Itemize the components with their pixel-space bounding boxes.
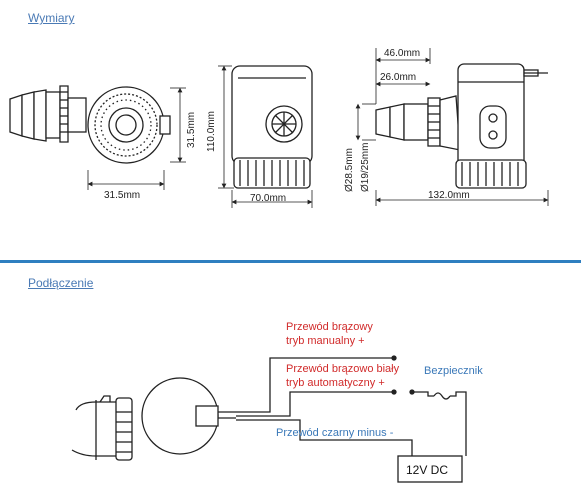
side-height-label: 110.0mm bbox=[206, 111, 217, 152]
profile-dia-2-label: Ø19/25mm bbox=[360, 143, 371, 192]
side-width-label: 70.0mm bbox=[250, 193, 286, 204]
pump-body-front bbox=[87, 86, 165, 164]
side-dimensions bbox=[218, 65, 313, 208]
connection-section-title: Podłączenie bbox=[28, 276, 94, 290]
profile-dia-1-label: Ø28.5mm bbox=[344, 148, 355, 192]
side-view bbox=[231, 65, 313, 189]
fuse-label: Bezpiecznik bbox=[424, 365, 483, 377]
black-wire-label: Przewód czarny minus - bbox=[276, 427, 394, 439]
profile-length-label: 132.0mm bbox=[428, 190, 470, 201]
front-view bbox=[9, 85, 171, 164]
section-divider bbox=[0, 260, 581, 263]
brown-wire-label-2: tryb manualny + bbox=[286, 335, 365, 347]
brownwhite-wire-label-2: tryb automatyczny + bbox=[286, 377, 385, 389]
profile-view bbox=[375, 63, 548, 189]
power-supply-box bbox=[397, 455, 463, 483]
power-supply-label: 12V DC bbox=[406, 463, 448, 477]
profile-dimensions bbox=[355, 48, 549, 206]
front-width-label: 31.5mm bbox=[104, 190, 140, 201]
profile-top-1-label: 46.0mm bbox=[384, 48, 420, 59]
brown-wire-label-1: Przewód brązowy bbox=[286, 321, 373, 333]
brownwhite-wire-label-1: Przewód brązowo biały bbox=[286, 363, 400, 375]
front-height-label: 31.5mm bbox=[186, 112, 197, 148]
hose-barb bbox=[9, 85, 87, 143]
profile-top-2-label: 26.0mm bbox=[380, 72, 416, 83]
front-dimensions bbox=[87, 87, 186, 190]
wiring-diagram bbox=[71, 355, 467, 483]
dimensions-section-title: Wymiary bbox=[28, 11, 75, 25]
